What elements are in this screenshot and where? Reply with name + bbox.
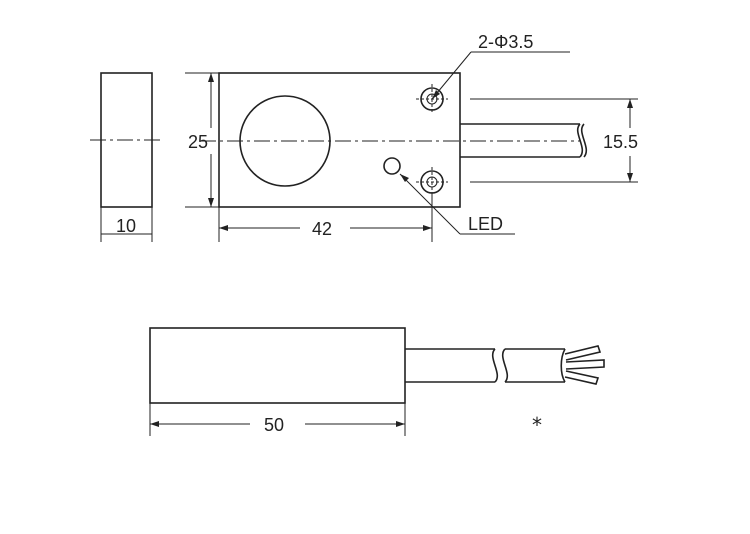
front-cable bbox=[460, 123, 588, 158]
led-callout: LED bbox=[399, 173, 515, 235]
bottom-view-body bbox=[149, 327, 406, 404]
led-label: LED bbox=[468, 214, 503, 234]
cable-spacing-label: 15.5 bbox=[603, 132, 638, 152]
front-view-body bbox=[218, 72, 461, 208]
hole-spec-callout: 2-Φ3.5 bbox=[431, 32, 570, 100]
bottom-cable bbox=[405, 348, 566, 383]
cable-spacing-dimension: 15.5 bbox=[470, 98, 638, 183]
note-mark: * bbox=[532, 413, 542, 437]
hole-spec-label: 2-Φ3.5 bbox=[478, 32, 533, 52]
height-dimension: 25 bbox=[185, 72, 219, 208]
bottom-length-label: 50 bbox=[264, 415, 284, 435]
wire-ends bbox=[564, 345, 605, 385]
height-label: 25 bbox=[188, 132, 208, 152]
front-width-label: 42 bbox=[312, 219, 332, 239]
side-view: 10 bbox=[90, 72, 163, 242]
led-indicator bbox=[383, 157, 401, 175]
bottom-view: 50 * bbox=[149, 327, 605, 437]
bottom-length-dimension: 50 bbox=[149, 403, 406, 436]
mounting-hole-bottom bbox=[416, 167, 448, 197]
side-width-label: 10 bbox=[116, 216, 136, 236]
front-view: 25 42 15.5 2-Φ3.5 bbox=[185, 32, 638, 242]
front-width-dimension: 42 bbox=[218, 194, 433, 242]
